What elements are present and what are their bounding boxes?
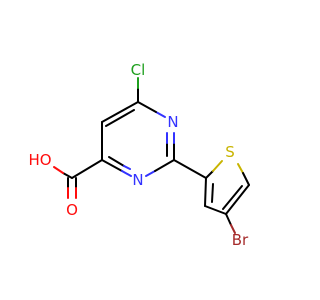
bond-c6-n1-double-c bbox=[108, 156, 125, 167]
bond-c2-thiophene bbox=[173, 159, 207, 179]
bond-th-c4-br-br bbox=[230, 224, 236, 234]
sulfur-label: S bbox=[225, 143, 235, 161]
bond-cooh-oh-o bbox=[53, 166, 64, 174]
bond-th-c4-c3 bbox=[204, 205, 227, 215]
bond-th-s-c5-s bbox=[237, 163, 244, 174]
bond-n3-c4-n bbox=[155, 111, 166, 118]
bond-c6-n1-n bbox=[121, 170, 132, 177]
bond-c4-c5 bbox=[101, 101, 139, 123]
nitrogen-label-top: N bbox=[167, 113, 178, 131]
molecule-structure: Cl N N S Br HO O bbox=[28, 61, 250, 249]
bond-th-c5-c4-double bbox=[222, 185, 243, 210]
bromine-label: Br bbox=[232, 231, 249, 249]
bond-n3-c4-c bbox=[137, 101, 157, 113]
bond-cooh-oh-c bbox=[62, 172, 73, 179]
bond-c4-c5-double bbox=[105, 109, 135, 127]
bond-th-s-c5-c bbox=[242, 172, 250, 186]
nitrogen-label-bottom: N bbox=[132, 171, 143, 189]
bond-n1-c2-n bbox=[145, 170, 156, 177]
bond-th-c2-s-c bbox=[205, 170, 214, 179]
chlorine-label: Cl bbox=[131, 61, 146, 79]
bond-th-c4-br-c bbox=[225, 213, 232, 226]
hydroxyl-label: HO bbox=[28, 151, 51, 169]
bond-th-c3-c2 bbox=[204, 177, 207, 207]
bond-c6-n1-double-n bbox=[123, 165, 131, 170]
bond-n1-c2-c bbox=[154, 159, 175, 172]
bond-c6-n1-c bbox=[101, 159, 123, 172]
bond-th-c5-c4 bbox=[225, 184, 250, 215]
bond-th-c3-c2-double bbox=[211, 183, 214, 203]
bond-th-c2-s-s bbox=[212, 160, 223, 172]
carbonyl-oxygen-label: O bbox=[66, 201, 78, 219]
bond-c6-cooh bbox=[71, 159, 103, 179]
